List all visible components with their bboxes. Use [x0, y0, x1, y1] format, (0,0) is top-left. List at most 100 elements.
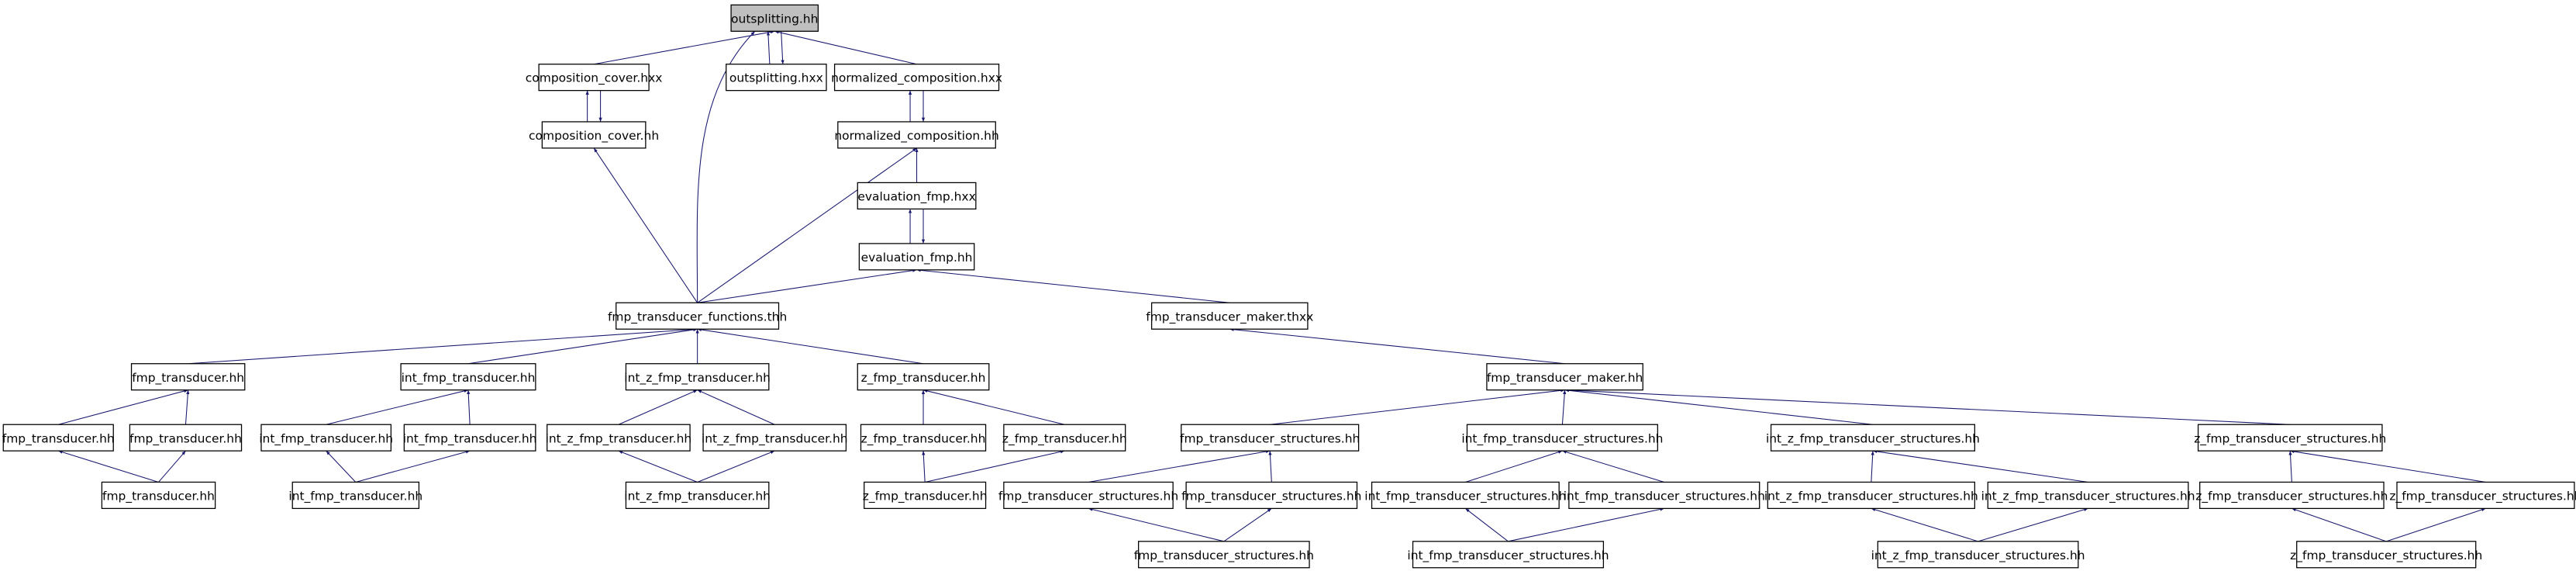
graph-node[interactable]: int_z_fmp_transducer_structures.hh: [1981, 481, 2195, 510]
node-box: [2396, 481, 2575, 510]
graph-node[interactable]: evaluation_fmp.hh: [858, 243, 975, 271]
graph-node[interactable]: int_z_fmp_transducer.hh: [624, 481, 771, 510]
node-box: [1767, 481, 1975, 510]
node-box: [726, 64, 827, 92]
graph-node[interactable]: int_fmp_transducer_structures.hh: [1364, 481, 1566, 510]
graph-node[interactable]: z_fmp_transducer.hh: [863, 481, 988, 510]
node-box: [858, 243, 975, 271]
include-edge: [925, 450, 1065, 483]
node-label: fmp_transducer_structures.hh: [1181, 489, 1361, 504]
node-box: [616, 302, 780, 330]
graph-node[interactable]: composition_cover.hh: [529, 121, 659, 149]
node-label: z_fmp_transducer_structures.hh: [2195, 489, 2388, 504]
graph-node[interactable]: int_fmp_transducer.hh: [403, 424, 537, 452]
node-box: [1003, 424, 1126, 452]
graph-node[interactable]: normalized_composition.hxx: [831, 64, 1002, 92]
graph-node[interactable]: fmp_transducer_structures.hh: [1180, 424, 1360, 452]
graph-node[interactable]: int_z_fmp_transducer_structures.hh: [1766, 424, 1980, 452]
node-label: normalized_composition.hxx: [831, 71, 1002, 86]
include-edge: [922, 451, 926, 483]
include-edge: [916, 268, 1230, 303]
graph-node[interactable]: normalized_composition.hh: [834, 121, 999, 149]
graph-node[interactable]: fmp_transducer.hh: [130, 363, 246, 391]
graph-node[interactable]: fmp_transducer_maker.hh: [1486, 363, 1643, 391]
node-box: [547, 424, 691, 452]
node-label: int_z_fmp_transducer.hh: [546, 431, 692, 446]
graph-node[interactable]: outsplitting.hxx: [726, 64, 827, 92]
node-label: evaluation_fmp.hh: [861, 251, 973, 265]
include-edge: [1270, 389, 1565, 425]
graph-node[interactable]: int_z_fmp_transducer.hh: [624, 363, 771, 391]
graph-node[interactable]: int_fmp_transducer_structures.hh: [1407, 541, 1609, 569]
graph-node[interactable]: int_fmp_transducer_structures.hh: [1461, 424, 1663, 452]
include-edge: [1562, 450, 1664, 483]
include-edge: [1088, 449, 1271, 483]
graph-node[interactable]: int_fmp_transducer_structures.hh: [1564, 481, 1765, 510]
node-box: [403, 424, 536, 452]
graph-node[interactable]: fmp_transducer.hh: [2, 424, 115, 452]
node-label: fmp_transducer.hh: [2, 431, 115, 446]
node-label: z_fmp_transducer_structures.hh: [2194, 431, 2386, 446]
graph-node[interactable]: z_fmp_transducer_structures.hh: [2195, 481, 2388, 510]
graph-node[interactable]: int_fmp_transducer.hh: [259, 424, 393, 452]
graph-node[interactable]: z_fmp_transducer_structures.hh: [2290, 541, 2482, 569]
graph-node[interactable]: fmp_transducer_structures.hh: [1134, 541, 1314, 569]
node-label: z_fmp_transducer.hh: [861, 431, 986, 446]
graph-node[interactable]: int_z_fmp_transducer.hh: [702, 424, 848, 452]
graph-node[interactable]: int_fmp_transducer.hh: [288, 481, 422, 510]
node-label: fmp_transducer_maker.hh: [1487, 371, 1643, 386]
node-label: int_z_fmp_transducer_structures.hh: [1871, 549, 2085, 563]
node-box: [260, 424, 392, 452]
node-box: [864, 481, 987, 510]
node-label: fmp_transducer_functions.thh: [608, 310, 787, 324]
graph-node[interactable]: fmp_transducer_maker.thxx: [1146, 302, 1313, 330]
node-box: [1181, 424, 1360, 452]
node-box: [400, 363, 536, 391]
graph-node[interactable]: composition_cover.hxx: [526, 64, 663, 92]
graph-node[interactable]: int_z_fmp_transducer_structures.hh: [1871, 541, 2085, 569]
graph-node[interactable]: z_fmp_transducer.hh: [1002, 424, 1127, 452]
node-label: fmp_transducer.hh: [132, 371, 244, 386]
node-box: [1138, 541, 1310, 569]
node-label: int_fmp_transducer.hh: [402, 371, 536, 386]
include-edge: [618, 450, 698, 483]
node-box: [1486, 363, 1643, 391]
graph-node[interactable]: int_z_fmp_transducer.hh: [546, 424, 692, 452]
node-box: [130, 363, 246, 391]
node-box: [1371, 481, 1560, 510]
include-edge: [188, 327, 698, 365]
node-box: [2197, 424, 2383, 452]
include-edge: [1088, 507, 1224, 542]
node-box: [857, 363, 990, 391]
include-edge: [618, 389, 698, 425]
graph-node[interactable]: fmp_transducer_structures.hh: [998, 481, 1178, 510]
graph-node[interactable]: z_fmp_transducer.hh: [860, 424, 987, 452]
graph-node[interactable]: int_z_fmp_transducer_structures.hh: [1764, 481, 1978, 510]
node-box: [857, 182, 977, 210]
node-label: int_fmp_transducer_structures.hh: [1564, 489, 1765, 504]
include-edge: [326, 389, 469, 425]
graph-node[interactable]: z_fmp_transducer.hh: [857, 363, 990, 391]
graph-node[interactable]: int_fmp_transducer.hh: [400, 363, 536, 391]
include-edge: [697, 147, 917, 303]
node-label: int_z_fmp_transducer.hh: [624, 489, 771, 504]
graph-node[interactable]: z_fmp_transducer_structures.hh: [2194, 424, 2386, 452]
graph-node[interactable]: evaluation_fmp.hxx: [857, 182, 977, 210]
graph-node[interactable]: z_fmp_transducer_structures.hh: [2389, 481, 2576, 510]
node-box: [2296, 541, 2477, 569]
include-edge: [1508, 507, 1664, 542]
node-box: [1412, 541, 1605, 569]
node-label: composition_cover.hxx: [526, 71, 663, 86]
include-edge: [158, 450, 186, 483]
graph-node[interactable]: fmp_transducer_functions.thh: [608, 302, 787, 330]
node-label: fmp_transducer_maker.thxx: [1146, 310, 1313, 324]
include-edge: [1465, 450, 1563, 483]
graph-node[interactable]: fmp_transducer.hh: [129, 424, 243, 452]
include-edge: [326, 450, 357, 483]
node-box: [1150, 302, 1309, 330]
graph-node[interactable]: fmp_transducer.hh: [101, 481, 216, 510]
graph-node[interactable]: fmp_transducer_structures.hh: [1181, 481, 1361, 510]
node-label: int_fmp_transducer.hh: [403, 431, 537, 446]
node-label: z_fmp_transducer_structures.hh: [2290, 549, 2482, 563]
node-box: [129, 424, 243, 452]
